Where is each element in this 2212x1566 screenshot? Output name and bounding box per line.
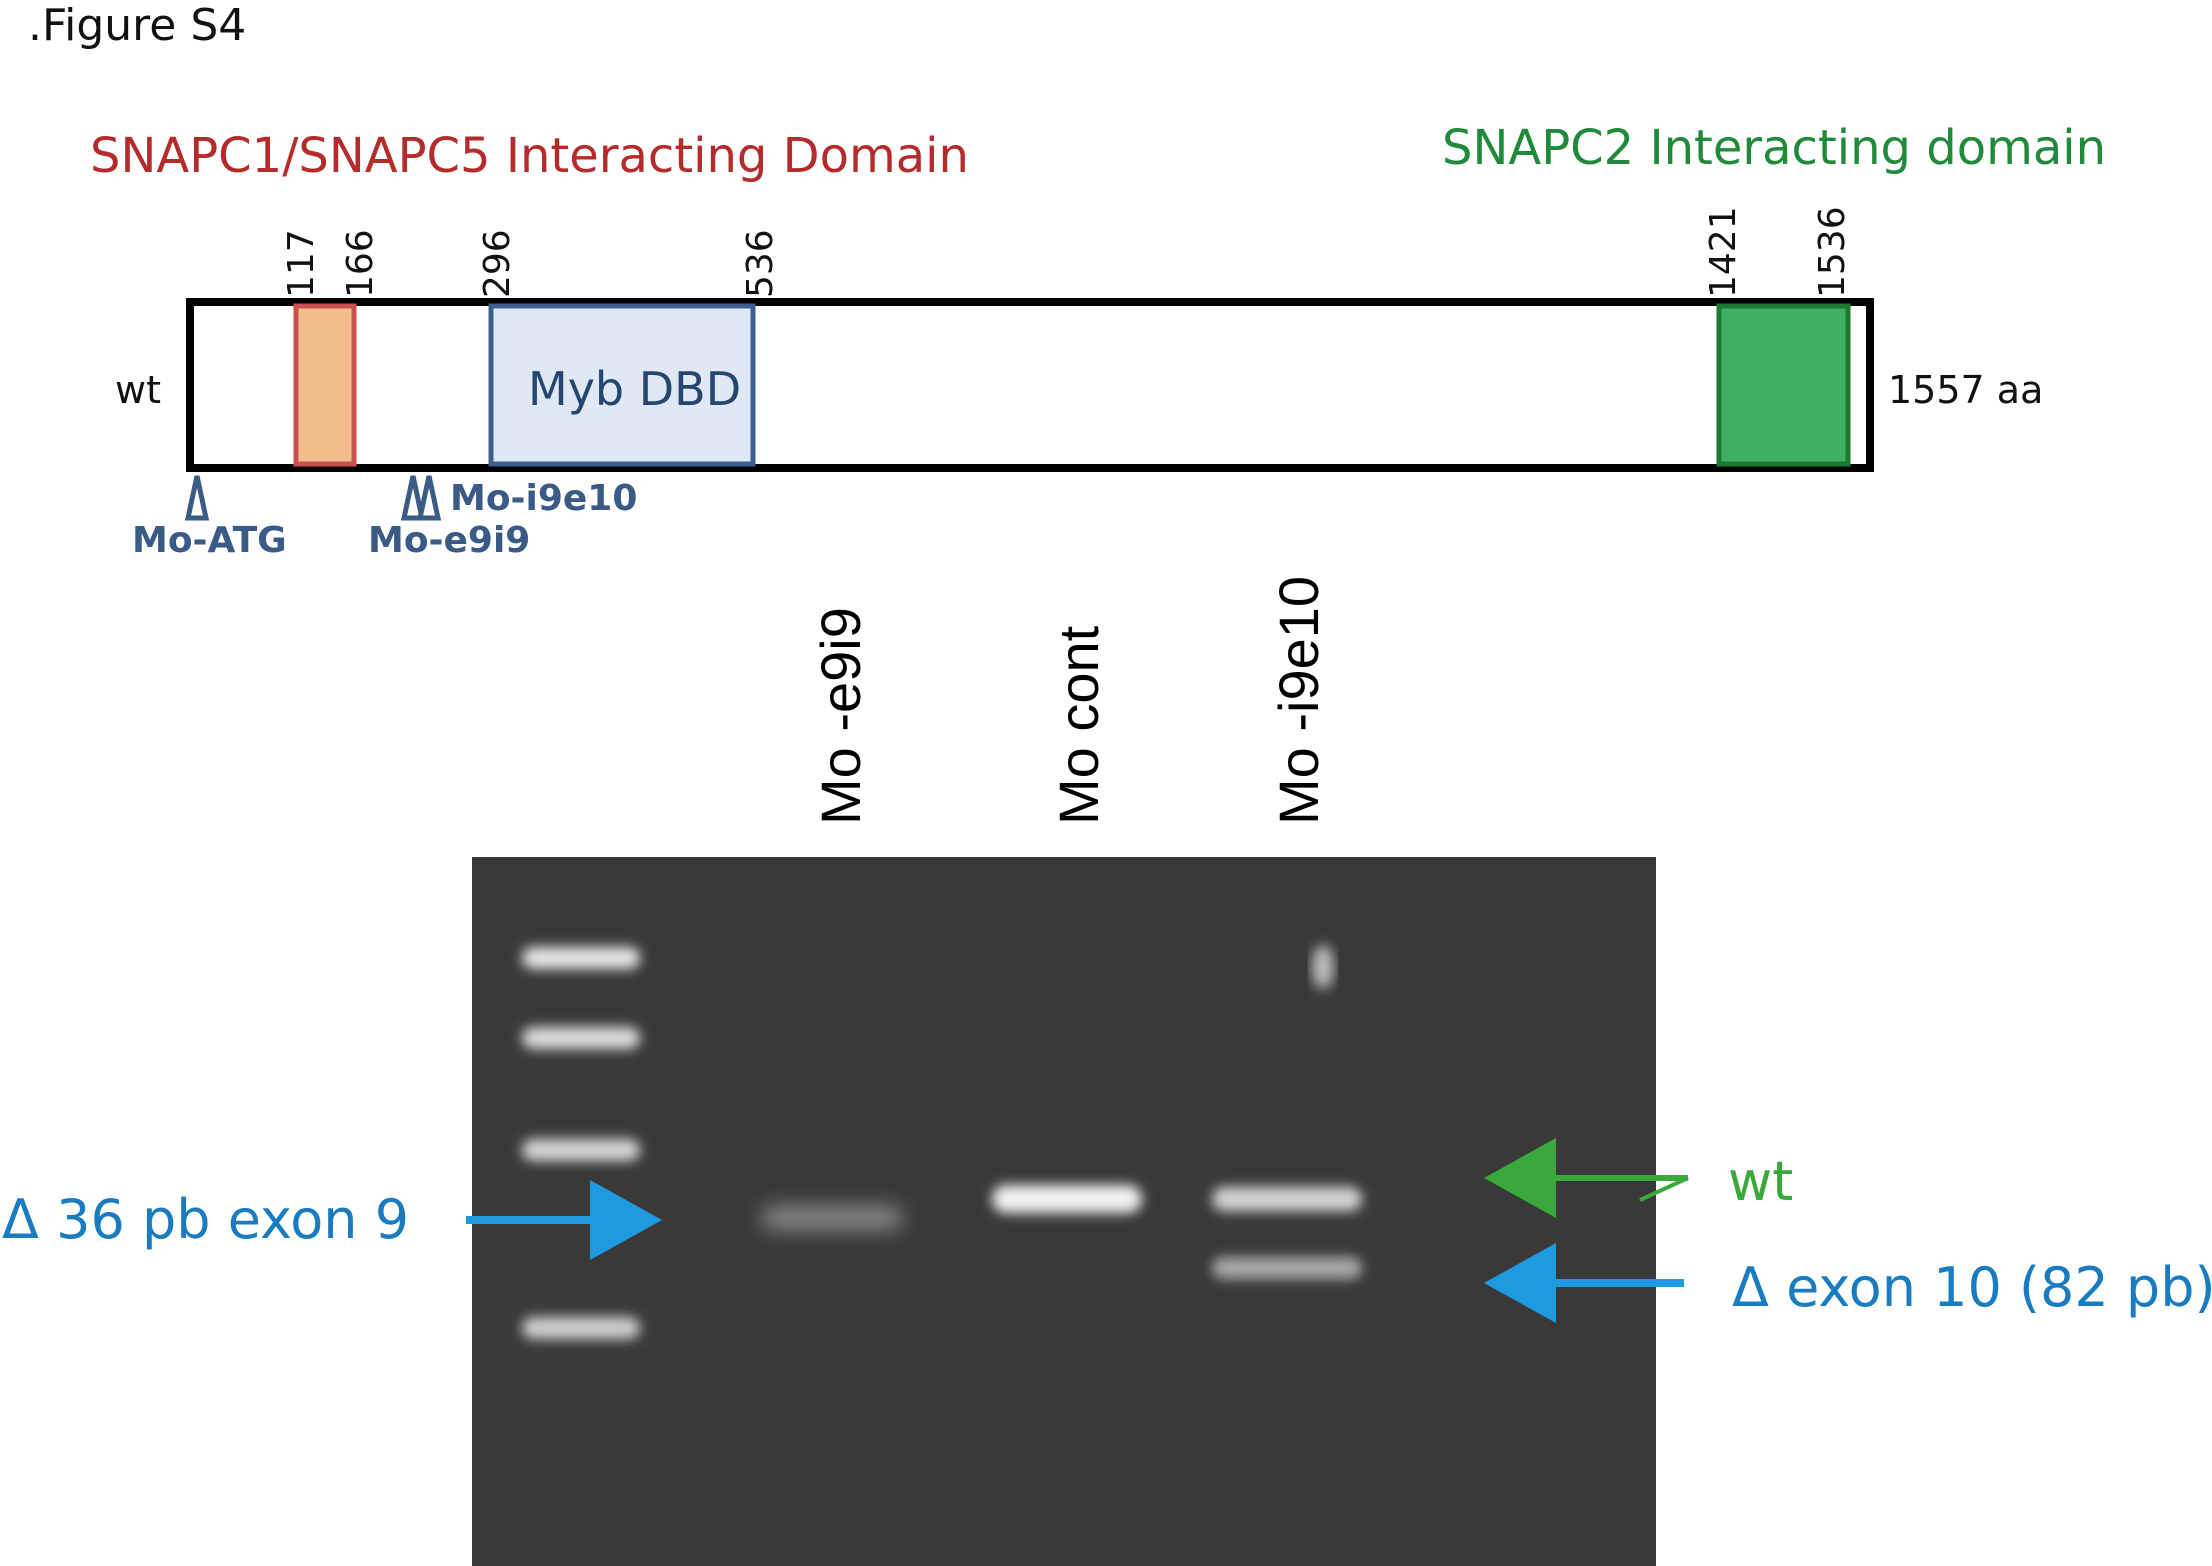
ladder-band: [522, 1317, 640, 1339]
gel-artifact-spot: [1312, 945, 1334, 989]
protein-schematic: [184, 298, 1874, 521]
position-1421: 1421: [1703, 206, 1744, 298]
position-536: 536: [740, 229, 781, 298]
wt-row-label: wt: [115, 368, 161, 412]
gel-image: [472, 857, 1656, 1566]
position-117: 117: [281, 229, 322, 298]
mo-i9e10-label: Mo-i9e10: [450, 478, 638, 519]
left-delta36-label: Δ 36 pb exon 9: [2, 1188, 410, 1251]
lane-label-mo-cont: Mo cont: [1047, 625, 1110, 825]
position-166: 166: [340, 229, 381, 298]
protein-bar: [186, 298, 1874, 472]
mo-e9i9-marker: [400, 475, 426, 521]
right-wt-label: wt: [1728, 1150, 1794, 1213]
figure-title: .Figure S4: [28, 0, 247, 51]
ladder-band: [522, 1027, 640, 1049]
snapc1-region: [293, 303, 357, 467]
band-mo-e9i9-delta36: [762, 1207, 902, 1229]
snapc2-domain-title: SNAPC2 Interacting domain: [1442, 120, 2107, 176]
lane-label-mo-e9i9: Mo -e9i9: [809, 607, 872, 825]
protein-length-label: 1557 aa: [1888, 368, 2044, 412]
myb-dbd-domain: [488, 303, 756, 467]
mo-e9i9-label: Mo-e9i9: [368, 520, 531, 561]
band-mo-cont-wt: [992, 1185, 1142, 1213]
mo-atg-label: Mo-ATG: [132, 520, 287, 561]
position-296: 296: [477, 229, 518, 298]
right-delta-exon10-label: Δ exon 10 (82 pb): [1732, 1256, 2212, 1319]
snapc1-snapc5-domain-title: SNAPC1/SNAPC5 Interacting Domain: [90, 128, 969, 184]
mo-atg-marker: [184, 475, 210, 521]
lane-label-mo-i9e10: Mo -i9e10: [1267, 575, 1330, 825]
band-mo-i9e10-delta-exon10: [1212, 1257, 1362, 1279]
position-1536: 1536: [1812, 206, 1853, 298]
ladder-band: [522, 947, 640, 969]
snapc2-region: [1716, 303, 1851, 467]
myb-dbd-label: Myb DBD: [528, 362, 742, 416]
ladder-band: [522, 1139, 640, 1161]
band-mo-i9e10-wt: [1212, 1187, 1362, 1211]
mo-i9e10-marker: [416, 475, 442, 521]
